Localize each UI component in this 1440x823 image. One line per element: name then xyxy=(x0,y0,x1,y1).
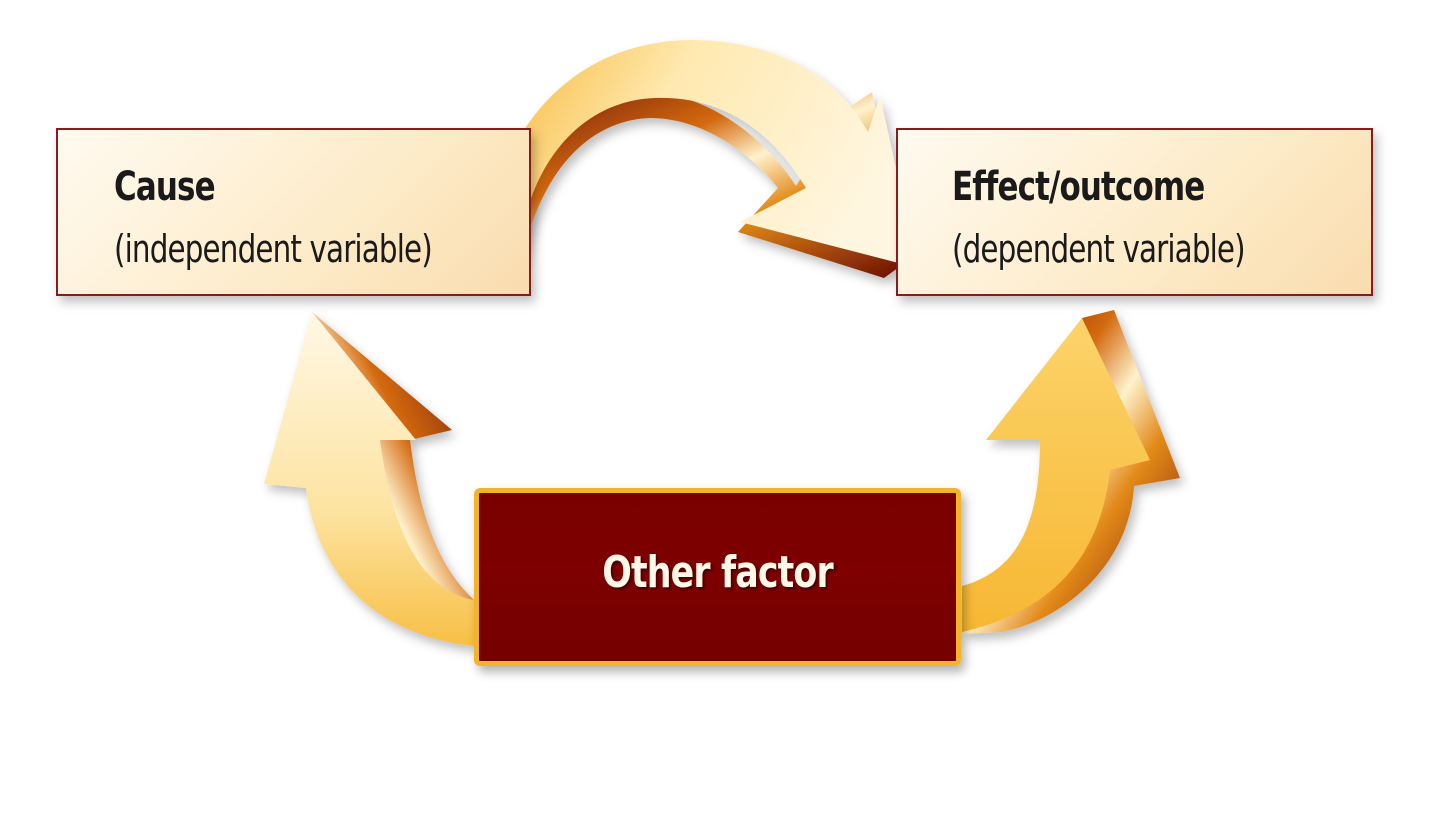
effect-subtitle: (dependent variable) xyxy=(952,227,1246,271)
cause-title: Cause xyxy=(114,164,216,210)
arrow-other-to-cause xyxy=(264,312,474,646)
other-factor-label: Other factor xyxy=(602,547,833,598)
effect-title: Effect/outcome xyxy=(952,164,1205,210)
cause-box: Cause (independent variable) xyxy=(56,128,531,296)
other-factor-box: Other factor xyxy=(474,488,961,666)
arrow-other-to-effect xyxy=(962,310,1180,634)
effect-box: Effect/outcome (dependent variable) xyxy=(896,128,1373,296)
arrow-cause-to-effect xyxy=(485,40,918,278)
cause-subtitle: (independent variable) xyxy=(114,227,433,271)
